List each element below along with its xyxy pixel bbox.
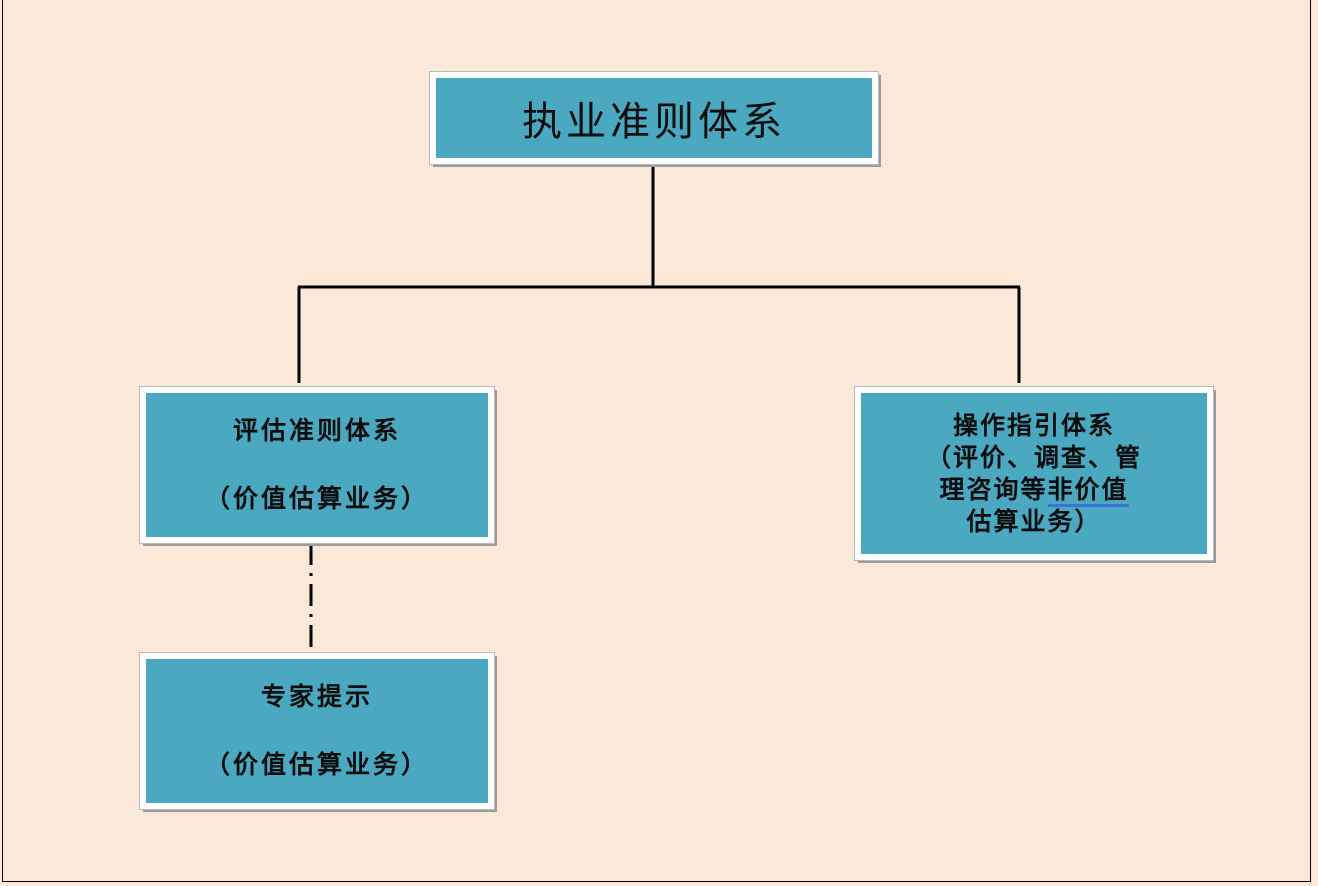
node-guide-line1: 操作指引体系 bbox=[952, 410, 1115, 440]
node-valuation-standards-system: 评估准则体系 （价值估算业务） bbox=[139, 386, 495, 544]
node-guide-line2: （评价、调查、管 bbox=[925, 442, 1142, 472]
node-guide-line3: 理咨询等非价值 bbox=[879, 474, 1189, 507]
node-tips-title: 专家提示 bbox=[260, 682, 373, 711]
node-eval-subtitle: （价值估算业务） bbox=[204, 484, 429, 513]
node-guide-line4: 估算业务） bbox=[966, 506, 1102, 536]
node-operation-guide-system: 操作指引体系 （评价、调查、管 理咨询等非价值 估算业务） bbox=[854, 386, 1214, 561]
node-guide-line3-underlined: 非价值 bbox=[1047, 474, 1129, 507]
node-practice-standards-system: 执业准则体系 bbox=[429, 71, 879, 165]
node-tips-subtitle: （价值估算业务） bbox=[204, 750, 429, 779]
node-expert-tips: 专家提示 （价值估算业务） bbox=[139, 652, 495, 810]
node-root-label: 执业准则体系 bbox=[522, 99, 786, 145]
node-eval-title: 评估准则体系 bbox=[232, 416, 401, 445]
node-guide-line3-prefix: 理咨询等 bbox=[939, 474, 1048, 504]
